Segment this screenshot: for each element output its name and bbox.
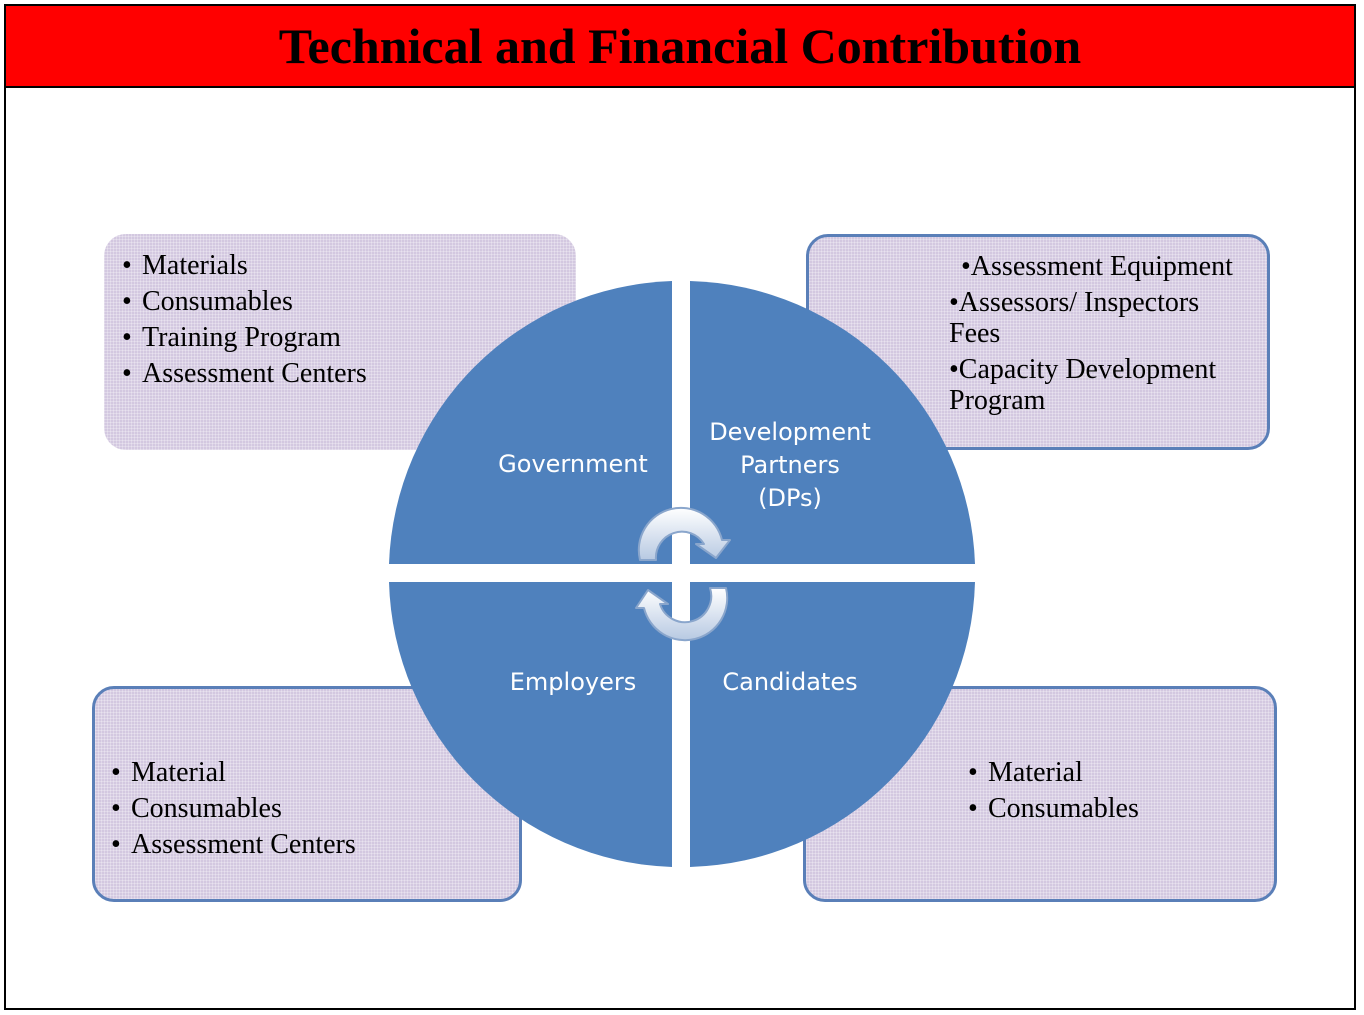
list-item: Training Program bbox=[116, 320, 576, 356]
government-label: Government bbox=[498, 450, 648, 478]
page-title: Technical and Financial Contribution bbox=[278, 18, 1082, 74]
list-item: Assessment Centers bbox=[105, 827, 519, 863]
list-item: Consumables bbox=[116, 284, 576, 320]
candidates-contribution-list: Material Consumables bbox=[962, 755, 1274, 827]
development-partners-label-line: (DPs) bbox=[758, 484, 822, 512]
development-partners-quadrant bbox=[690, 281, 975, 564]
list-item: •Assessors/ Inspectors Fees bbox=[949, 287, 1200, 349]
employers-quadrant bbox=[389, 582, 672, 867]
candidates-quadrant bbox=[690, 582, 975, 867]
development-partners-contribution-list: •Assessment Equipment •Assessors/ Inspec… bbox=[949, 251, 1253, 416]
development-partners-label-line: Partners bbox=[740, 451, 840, 479]
government-contribution-list: Materials Consumables Training Program A… bbox=[116, 248, 576, 392]
employers-contribution-list: Material Consumables Assessment Centers bbox=[105, 755, 519, 863]
list-item: Material bbox=[962, 755, 1274, 791]
list-item: •Capacity Development Program bbox=[949, 354, 1217, 416]
list-item: Materials bbox=[116, 248, 576, 284]
list-item: Consumables bbox=[105, 791, 519, 827]
cycle-arrow-icon bbox=[637, 506, 731, 561]
title-bar: Technical and Financial Contribution bbox=[6, 6, 1354, 88]
cycle-arrow-icon bbox=[635, 587, 729, 642]
development-partners-label-line: Development bbox=[709, 418, 871, 446]
employers-label: Employers bbox=[510, 668, 636, 696]
candidates-label: Candidates bbox=[722, 668, 857, 696]
list-item: •Assessment Equipment bbox=[961, 251, 1233, 282]
development-partners-contribution-box: •Assessment Equipment •Assessors/ Inspec… bbox=[806, 234, 1270, 450]
list-item: Material bbox=[105, 755, 519, 791]
employers-contribution-box: Material Consumables Assessment Centers bbox=[92, 686, 522, 902]
government-quadrant bbox=[389, 281, 672, 564]
list-item: Assessment Centers bbox=[116, 356, 576, 392]
list-item: Consumables bbox=[962, 791, 1274, 827]
